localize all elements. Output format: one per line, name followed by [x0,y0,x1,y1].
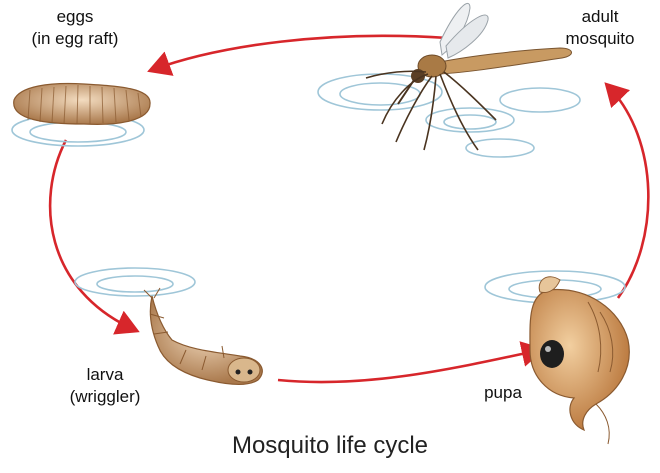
pupa-image [530,277,629,444]
arrow-larva-to-pupa [278,350,540,382]
eggs-label-line2: (in egg raft) [10,28,140,50]
egg-raft-image [14,84,150,125]
arrow-adult-to-eggs [152,36,448,70]
pupa-label-line1: pupa [468,382,538,404]
adult-label-line2: mosquito [545,28,655,50]
arrow-eggs-to-larva [50,140,135,330]
pupa-label: pupa [468,382,538,404]
larva-label-line1: larva [45,364,165,386]
adult-mosquito-image [366,3,572,150]
larva-label: larva (wriggler) [45,364,165,408]
adult-label-line1: adult [545,6,655,28]
adult-mosquito-label: adult mosquito [545,6,655,50]
arrow-pupa-to-adult [608,86,648,298]
diagram-caption: Mosquito life cycle [0,432,660,460]
eggs-label: eggs (in egg raft) [10,6,140,50]
larva-label-line2: (wriggler) [45,386,165,408]
eggs-label-line1: eggs [10,6,140,28]
